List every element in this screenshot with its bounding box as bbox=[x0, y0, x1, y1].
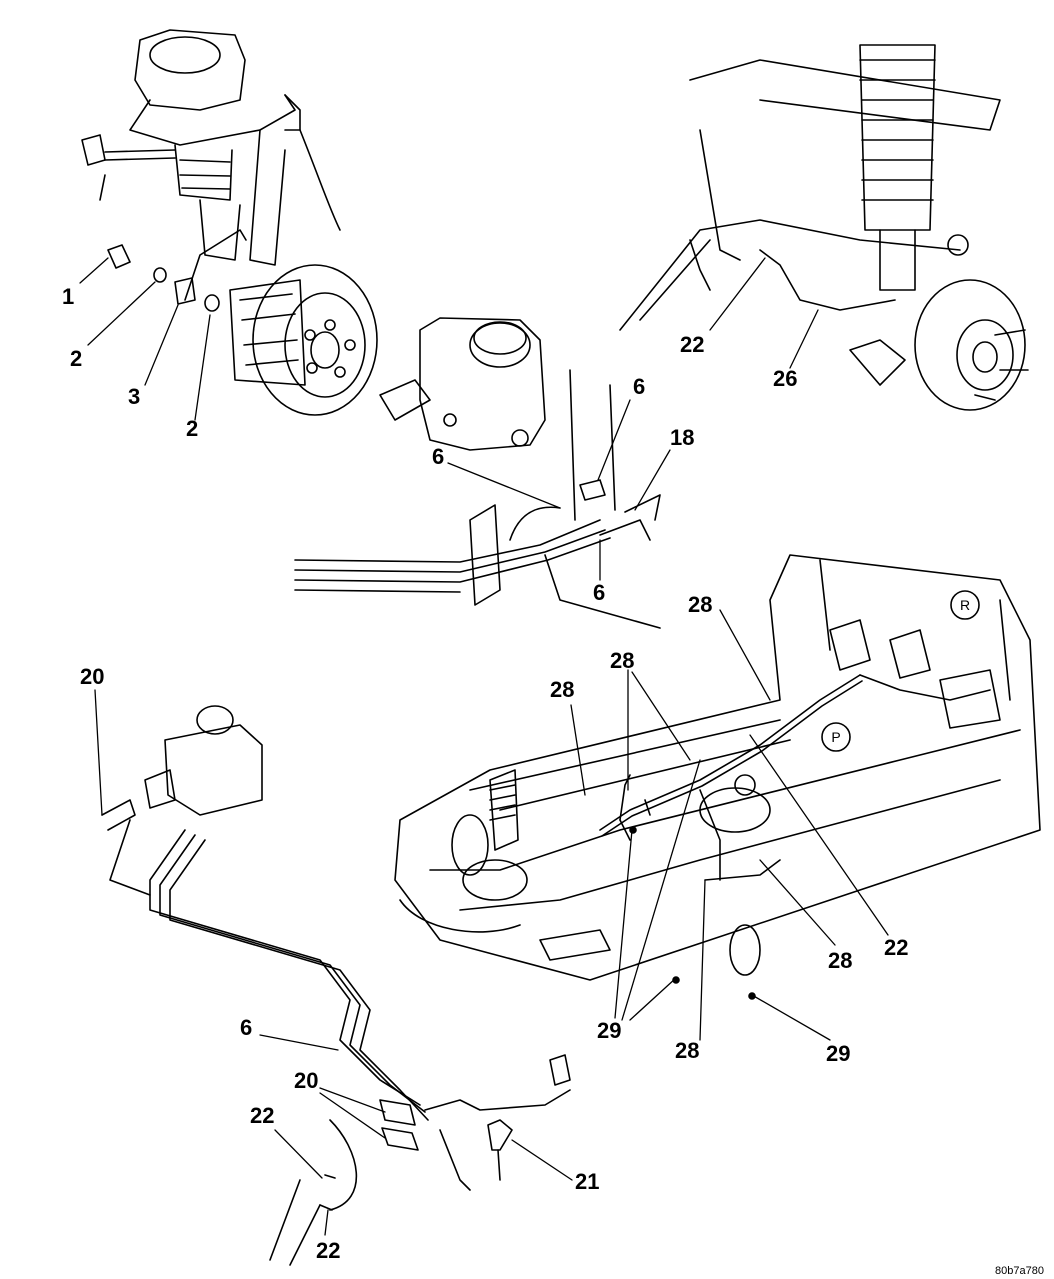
rear-drum bbox=[849, 279, 1029, 411]
callout-28: 28 bbox=[828, 948, 853, 973]
callout-20: 20 bbox=[294, 1068, 319, 1093]
callout-6: 6 bbox=[633, 374, 646, 399]
callout-2: 2 bbox=[186, 416, 199, 441]
callout-6: 6 bbox=[240, 1015, 253, 1040]
rear-marker-label: R bbox=[960, 597, 970, 613]
callout-29: 29 bbox=[597, 1018, 622, 1043]
underbody-brake-lines bbox=[599, 674, 991, 881]
callout-22: 22 bbox=[884, 935, 909, 960]
underbody-front-tires bbox=[399, 769, 771, 976]
brake-line-bundle-lower bbox=[109, 819, 571, 1266]
callout-21: 21 bbox=[575, 1169, 600, 1194]
vehicle-underbody bbox=[394, 554, 1041, 981]
rear-marker: R bbox=[950, 590, 980, 620]
master-cylinder-bottom bbox=[101, 705, 263, 831]
callout-28: 28 bbox=[688, 592, 713, 617]
callout-6: 6 bbox=[593, 580, 606, 605]
master-cylinder-top bbox=[379, 317, 546, 451]
park-marker: P bbox=[821, 722, 851, 752]
park-marker-label: P bbox=[831, 729, 840, 745]
callout-1: 1 bbox=[62, 284, 75, 309]
callout-29: 29 bbox=[826, 1041, 851, 1066]
brake-line-bundle-center bbox=[294, 369, 661, 629]
callout-28: 28 bbox=[675, 1038, 700, 1063]
callout-22: 22 bbox=[316, 1238, 341, 1263]
callout-26: 26 bbox=[773, 366, 798, 391]
callout-20: 20 bbox=[80, 664, 105, 689]
callout-leaders bbox=[79, 257, 889, 1236]
drawing-code: 80b7a780 bbox=[995, 1265, 1044, 1277]
callout-2: 2 bbox=[70, 346, 83, 371]
front-strut-assembly bbox=[81, 29, 341, 266]
rear-strut-assembly bbox=[619, 44, 1001, 331]
front-caliper-bolt-hardware bbox=[107, 244, 220, 312]
callout-22: 22 bbox=[250, 1103, 275, 1128]
callout-6: 6 bbox=[432, 444, 445, 469]
callout-22: 22 bbox=[680, 332, 705, 357]
callout-18: 18 bbox=[670, 425, 695, 450]
fastener-29-markers bbox=[629, 826, 756, 1000]
callout-3: 3 bbox=[128, 384, 141, 409]
callout-28: 28 bbox=[610, 648, 635, 673]
callout-28: 28 bbox=[550, 677, 575, 702]
front-rotor bbox=[184, 229, 378, 416]
